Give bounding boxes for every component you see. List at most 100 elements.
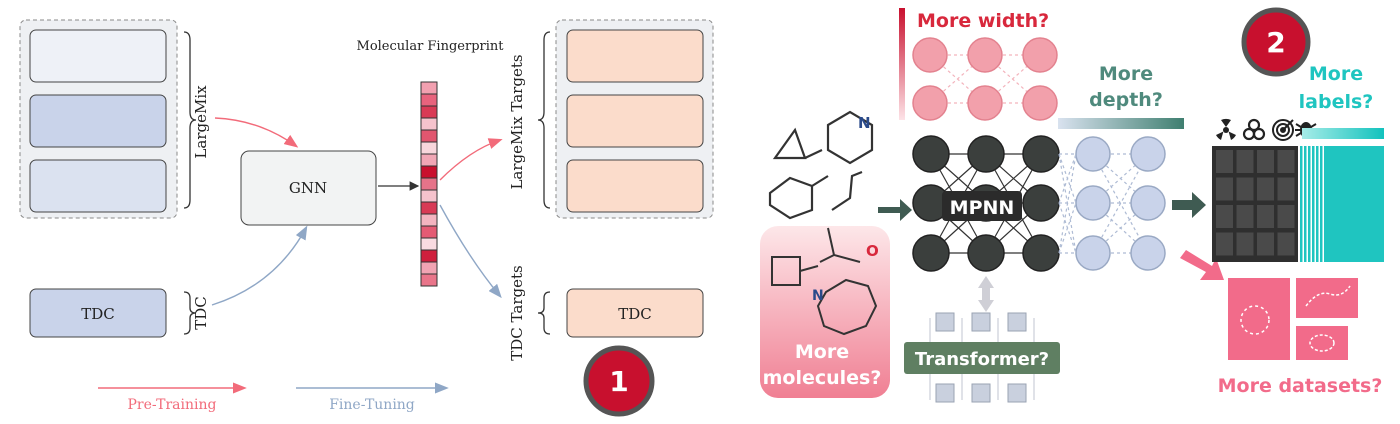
tdc-input-label: TDC <box>81 305 115 323</box>
network-edge <box>1058 153 1077 204</box>
dataset-image-1 <box>1228 278 1290 360</box>
depth-node <box>1130 235 1166 271</box>
labels-grid-cell <box>1216 232 1233 256</box>
transformer-token <box>935 312 955 332</box>
fingerprint-cell <box>420 225 438 239</box>
fingerprint-cell <box>420 117 438 131</box>
finetune-arrow-out <box>439 204 502 299</box>
tdc-input-box <box>29 288 167 338</box>
more-labels-line1: More <box>1309 63 1363 85</box>
badge-2 <box>1241 7 1311 77</box>
transformer-label-bg <box>904 342 1060 374</box>
fingerprint-cell <box>420 189 438 203</box>
left-panel: LargeMix TDC TDC GNN Molecular Fingerpri… <box>19 19 714 417</box>
labels-grid-cell <box>1216 150 1233 173</box>
labels-grid-cell <box>1236 232 1254 256</box>
depth-node <box>1075 185 1111 221</box>
transformer-token <box>971 383 991 403</box>
labels-block <box>1324 146 1384 262</box>
mpnn-node <box>912 135 950 173</box>
badge-1-label: 1 <box>609 365 628 398</box>
fingerprint-cell <box>420 177 438 191</box>
tdc-targets-label: TDC Targets <box>508 265 526 360</box>
mpnn-node <box>1022 184 1060 222</box>
tdc-group-label: TDC <box>192 296 210 330</box>
largemix-input-2 <box>29 94 167 148</box>
network-edge <box>1092 153 1149 254</box>
network-edge <box>1058 153 1077 254</box>
atom-o: O <box>866 242 879 260</box>
tdc-output-box <box>566 288 704 338</box>
largemix-input-3 <box>29 159 167 213</box>
largemix-target-2 <box>566 94 704 148</box>
fingerprint-cell <box>420 213 438 227</box>
labels-grid-cell <box>1257 232 1274 256</box>
mpnn-node <box>1022 135 1060 173</box>
badge-1 <box>583 345 655 417</box>
labels-grid-cell <box>1216 205 1233 228</box>
more-molecules-line1: More <box>795 341 849 363</box>
badge-2-label: 2 <box>1266 26 1285 59</box>
fingerprint-cell <box>420 201 438 215</box>
mpnn-node <box>912 234 950 272</box>
labels-stripe <box>1316 146 1319 262</box>
radiation-icon <box>1216 118 1236 140</box>
finetune-arrow-in <box>211 225 308 306</box>
gnn-label: GNN <box>289 179 327 197</box>
gnn-box <box>240 150 377 226</box>
labels-grid-cell <box>1277 232 1295 256</box>
biohazard-icon <box>1242 118 1266 141</box>
labels-grid-cell <box>1257 205 1274 228</box>
fingerprint-cell <box>420 105 438 119</box>
transformer-token <box>1007 312 1027 332</box>
width-node <box>912 37 948 73</box>
mpnn-node <box>1022 234 1060 272</box>
fingerprint-cell <box>420 273 438 287</box>
dataset-image-3 <box>1296 326 1348 360</box>
largemix-target-3 <box>566 159 704 213</box>
width-node <box>1022 85 1058 121</box>
fingerprint-cell <box>420 93 438 107</box>
labels-stripe <box>1308 146 1311 262</box>
targets-brace <box>537 31 551 209</box>
legend-pretrain-label: Pre-Training <box>128 397 217 413</box>
fingerprint-vector <box>420 81 438 287</box>
width-node <box>967 85 1003 121</box>
molecule-sketches <box>768 110 874 220</box>
dataset-image-3-mark <box>1309 334 1335 352</box>
target-icon <box>1272 119 1294 141</box>
largemix-input-1 <box>29 29 167 83</box>
depth-node <box>1075 235 1111 271</box>
molecules-box-sketch <box>771 227 878 336</box>
labels-stripe <box>1304 146 1307 262</box>
depth-node <box>1130 185 1166 221</box>
atom-n1: N <box>858 114 871 132</box>
fingerprint-cell <box>420 129 438 143</box>
depth-gradient-bar <box>1058 118 1184 129</box>
labels-grid-cell <box>1257 177 1274 201</box>
labels-grid-cell <box>1277 205 1295 228</box>
transformer-label: Transformer? <box>915 349 1049 370</box>
more-datasets-label: More datasets? <box>1218 375 1383 397</box>
largemix-targets-label: LargeMix Targets <box>508 54 526 189</box>
fingerprint-cell <box>420 153 438 167</box>
mpnn-label: MPNN <box>950 197 1015 219</box>
right-panel: N O N More molecules? More width? MPNN T… <box>760 7 1384 403</box>
labels-grid-cell <box>1236 205 1254 228</box>
more-depth-line1: More <box>1099 63 1153 85</box>
labels-grid <box>1212 146 1298 262</box>
molecules-box <box>760 226 890 398</box>
mpnn-transformer-double-arrow <box>978 276 994 312</box>
tdc-output-label: TDC <box>618 305 652 323</box>
pretrain-arrow-out <box>439 138 503 181</box>
depth-node <box>1075 136 1111 172</box>
fingerprint-cell <box>420 249 438 263</box>
network-edge <box>1058 202 1077 254</box>
legend-finetune-label: Fine-Tuning <box>329 397 415 413</box>
transformer-token <box>935 383 955 403</box>
largemix-target-1 <box>566 29 704 83</box>
depth-node <box>1130 136 1166 172</box>
labels-grid-cell <box>1257 150 1274 173</box>
fingerprint-cell <box>420 141 438 155</box>
